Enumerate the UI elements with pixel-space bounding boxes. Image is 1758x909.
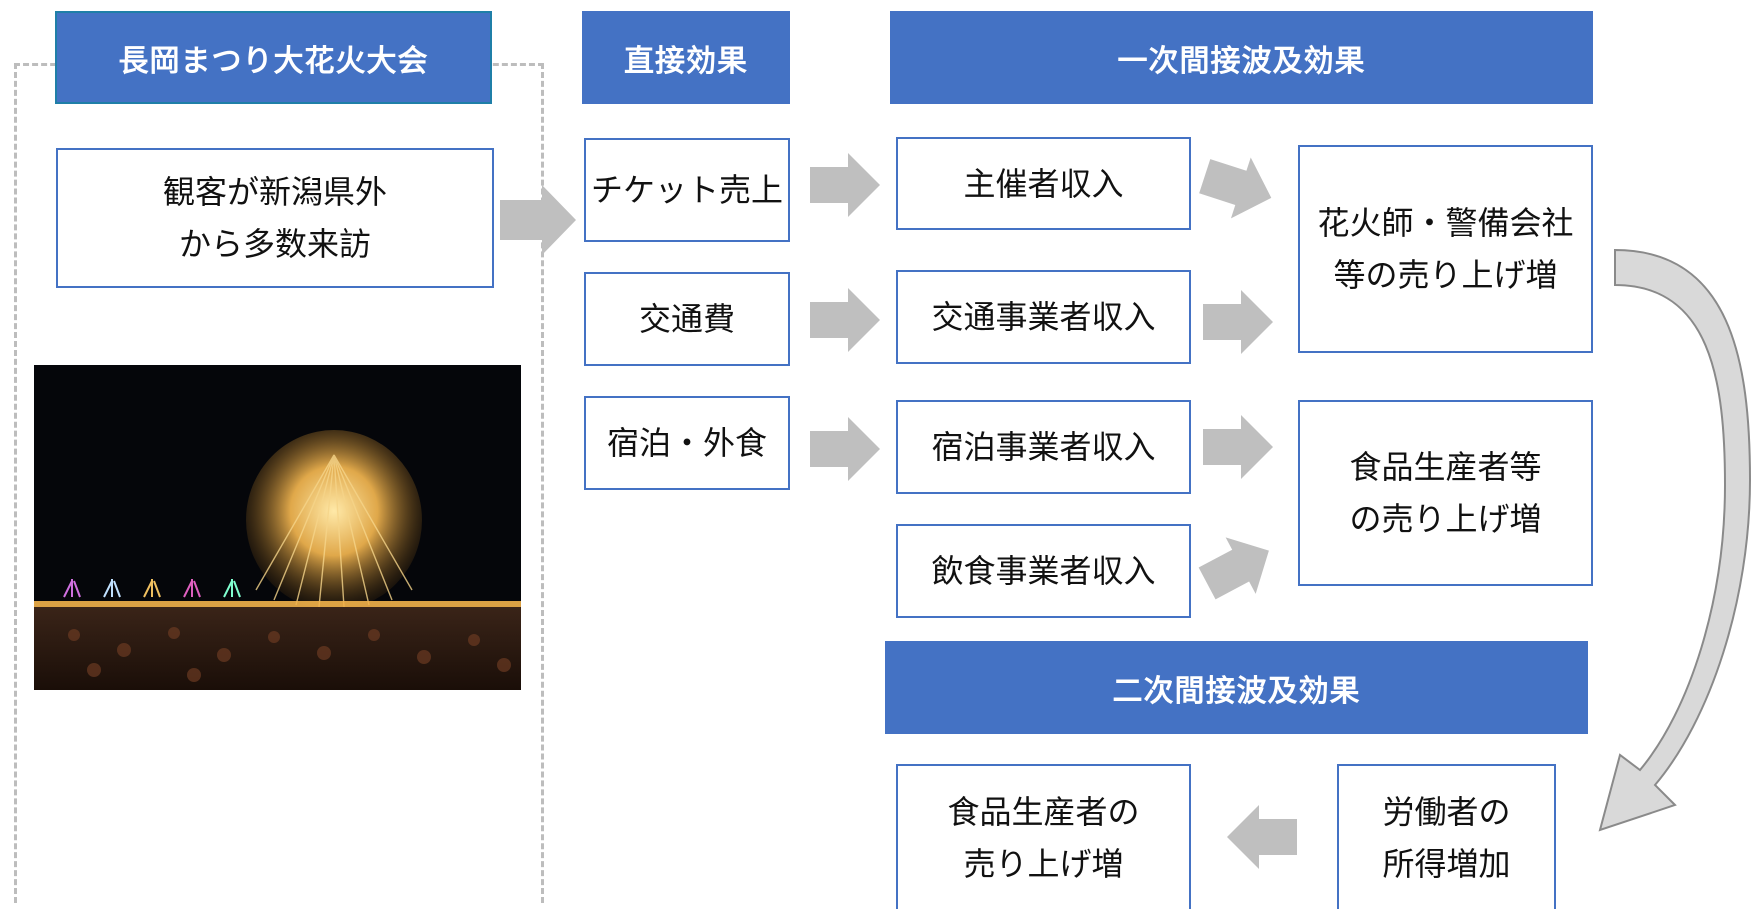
primary-effect-header: 一次間接波及効果 (890, 11, 1593, 104)
food-income-box: 飲食事業者収入 (896, 524, 1191, 618)
visitors-line-2: から多数来訪 (178, 225, 371, 263)
arrow-organizer-to-pyro (1199, 157, 1272, 219)
lodging-dining-box: 宿泊・外食 (584, 396, 790, 490)
producer-sales-box: 食品生産者の 売り上げ増 (896, 764, 1191, 909)
transport-income-box: 交通事業者収入 (896, 270, 1191, 364)
arrow-food-income-to-food (1198, 537, 1269, 600)
producer-sales-line-1: 食品生産者の (947, 792, 1140, 831)
producer-sales-line-2: 売り上げ増 (963, 844, 1124, 883)
visitors-line-1: 観客が新潟県外 (162, 173, 387, 211)
tickets-box: チケット売上 (584, 138, 790, 242)
worker-income-line-2: 所得増加 (1382, 844, 1511, 883)
food-producers-line-2: の売り上げ増 (1349, 500, 1542, 538)
arrow-tickets-to-organizer (810, 153, 880, 217)
food-producers-line-1: 食品生産者等 (1349, 448, 1542, 486)
lodging-income-box: 宿泊事業者収入 (896, 400, 1191, 494)
food-producers-box: 食品生産者等 の売り上げ増 (1298, 400, 1593, 586)
transport-cost-box: 交通費 (584, 272, 790, 366)
arrow-transport-to-income (810, 288, 880, 352)
festival-header: 長岡まつり大花火大会 (55, 11, 492, 104)
arrow-lodging-to-income (810, 417, 880, 481)
organizer-income-box: 主催者収入 (896, 137, 1191, 230)
arrow-visitors-to-direct (500, 185, 576, 255)
curved-arrow-to-worker (1598, 248, 1752, 832)
direct-effect-header: 直接効果 (582, 11, 790, 104)
secondary-effect-header: 二次間接波及効果 (885, 641, 1588, 734)
arrow-transport-income-to-pyro (1203, 290, 1273, 354)
worker-income-box: 労働者の 所得増加 (1337, 764, 1556, 909)
pyro-security-box: 花火師・警備会社 等の売り上げ増 (1298, 145, 1593, 353)
pyro-security-line-1: 花火師・警備会社 (1317, 204, 1574, 242)
visitors-box: 観客が新潟県外 から多数来訪 (56, 148, 494, 288)
pyro-security-line-2: 等の売り上げ増 (1333, 256, 1558, 294)
fireworks-photo (34, 365, 521, 690)
arrow-worker-to-producer (1227, 805, 1297, 869)
arrow-lodging-income-to-food (1203, 415, 1273, 479)
worker-income-line-1: 労働者の (1382, 792, 1511, 831)
